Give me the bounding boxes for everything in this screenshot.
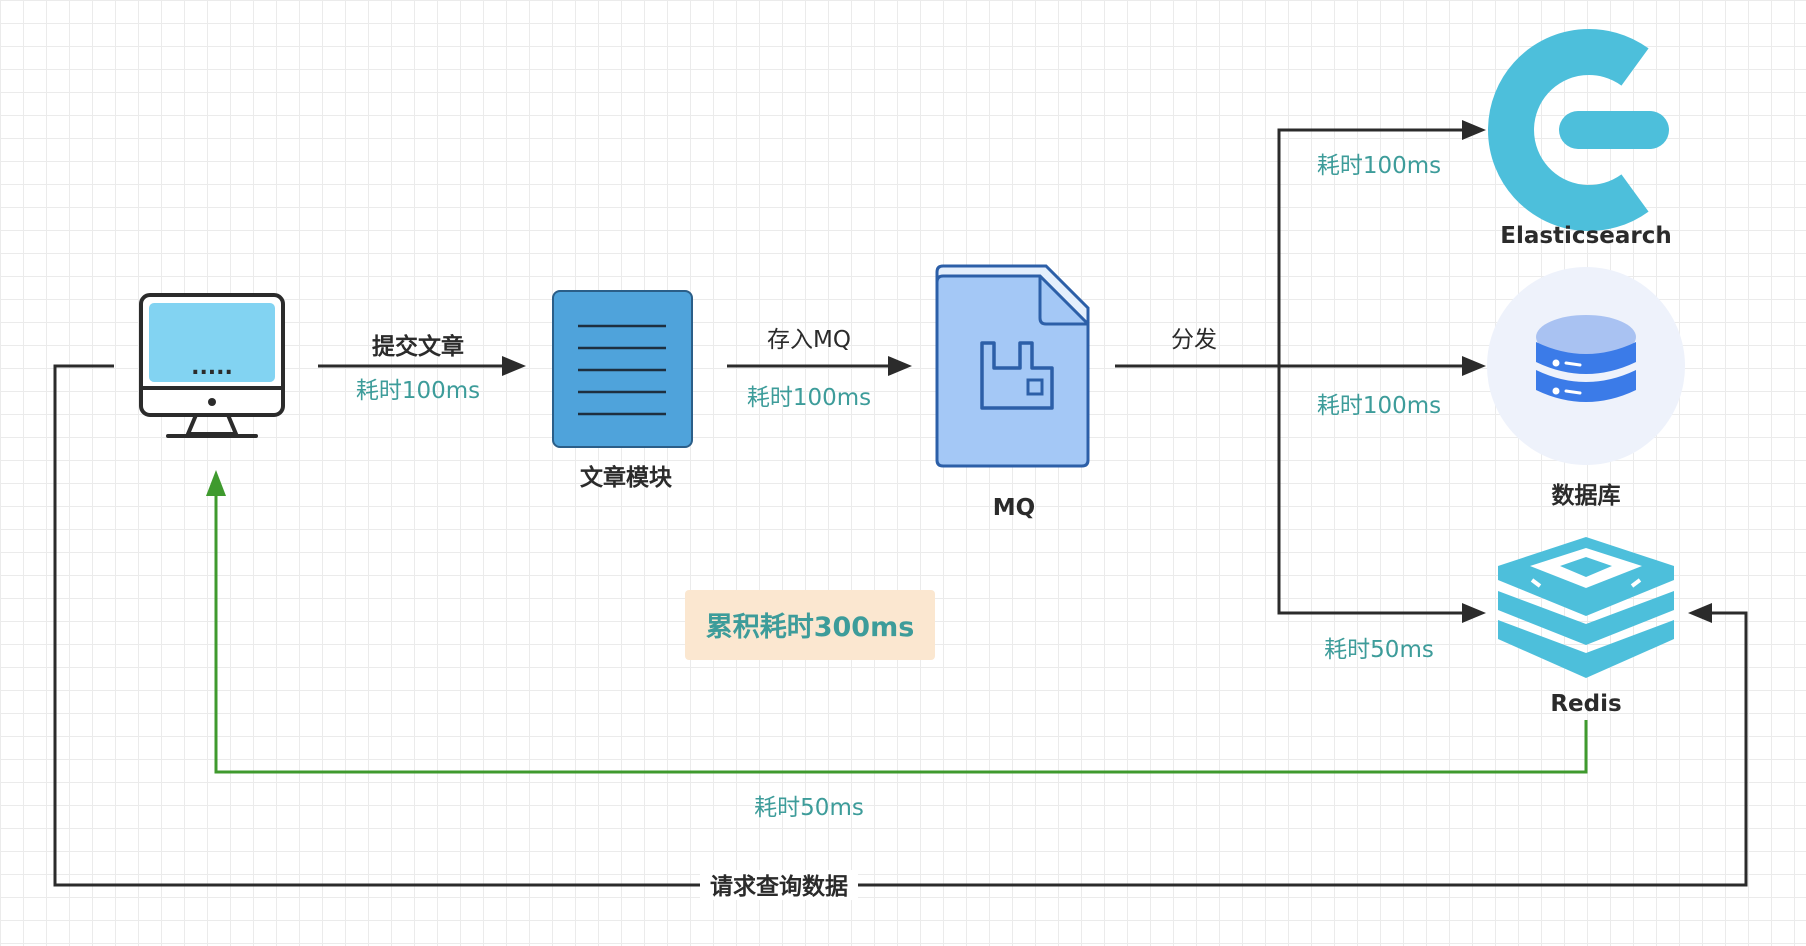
redis-label: Redis (1550, 691, 1621, 717)
edge-submit (318, 356, 526, 376)
submit-time: 耗时100ms (356, 378, 480, 404)
to-db-time: 耗时100ms (1317, 393, 1441, 419)
summary-text: 累积耗时300ms (706, 612, 915, 643)
query-label: 请求查询数据 (710, 873, 848, 900)
redis-logo-icon (1498, 537, 1674, 678)
dispatch-label: 分发 (1171, 327, 1217, 353)
elasticsearch-logo-icon (1488, 29, 1669, 231)
monitor-screen-text: ..... (191, 355, 233, 380)
mq-icon (935, 264, 1090, 468)
database-icon (1487, 267, 1685, 465)
edge-store-mq (727, 356, 912, 376)
to-es-time: 耗时100ms (1317, 153, 1441, 179)
store-mq-time: 耗时100ms (747, 385, 871, 411)
redis-return-time: 耗时50ms (754, 795, 864, 821)
to-redis-time: 耗时50ms (1324, 637, 1434, 663)
query-label-bg (700, 870, 858, 900)
article-module-label: 文章模块 (580, 464, 672, 491)
summary-box (685, 590, 935, 660)
article-module-icon (552, 290, 693, 448)
edge-query (53, 364, 1748, 887)
client-monitor-icon: ..... (139, 293, 285, 438)
edge-dispatch (1115, 120, 1486, 623)
submit-label: 提交文章 (372, 333, 464, 360)
edge-redis-return (206, 470, 1588, 774)
elasticsearch-label: Elasticsearch (1500, 223, 1671, 249)
store-mq-label: 存入MQ (767, 327, 851, 353)
mq-label: MQ (993, 495, 1035, 521)
database-label: 数据库 (1552, 483, 1621, 509)
